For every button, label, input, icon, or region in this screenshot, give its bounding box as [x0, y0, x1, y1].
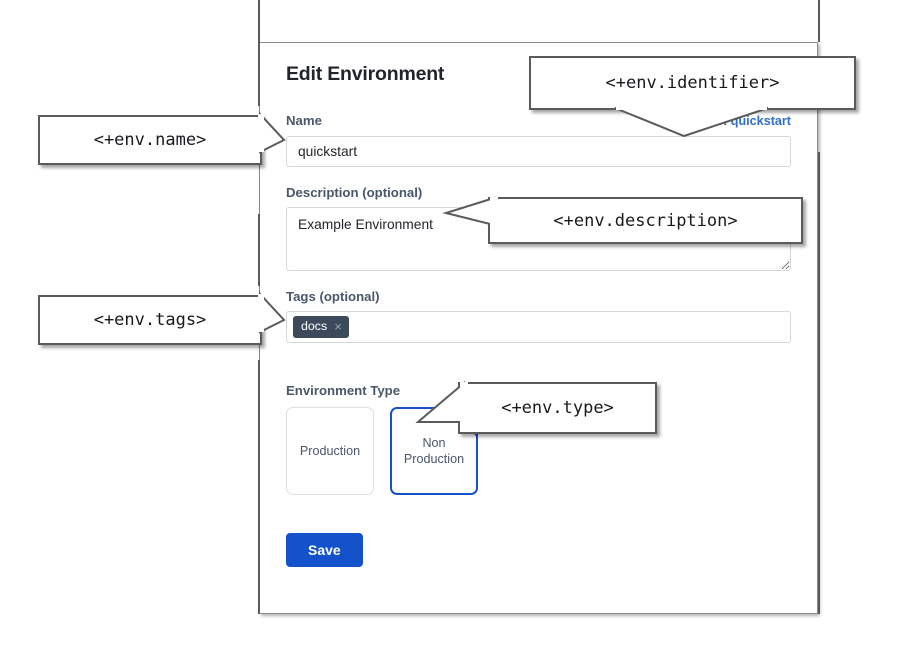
name-label-row: Name ID: quickstart — [286, 112, 791, 129]
tags-input[interactable]: docs × — [286, 310, 791, 343]
tags-field-group: Tags (optional) docs × — [286, 288, 791, 343]
description-label: Description (optional) — [286, 184, 423, 200]
name-field-group: Name ID: quickstart — [286, 112, 791, 167]
annotation-env-description: <+env.description> — [488, 197, 803, 244]
dialog-actions: Save — [286, 532, 791, 567]
guide-line-tags — [258, 214, 260, 286]
type-card-production[interactable]: Production — [286, 406, 374, 495]
tags-label-row: Tags (optional) — [286, 288, 791, 305]
environment-type-label: Environment Type — [286, 382, 401, 398]
guide-line-name — [258, 0, 260, 106]
type-card-production-label: Production — [299, 443, 361, 458]
page-title: Edit Environment — [286, 63, 445, 85]
annotation-env-type: <+env.type> — [458, 382, 657, 434]
edit-environment-dialog: Edit Environment Name ID: quickstart Des… — [259, 42, 818, 614]
environment-id: ID: quickstart — [711, 114, 792, 128]
name-label: Name — [286, 113, 322, 129]
guide-line-identifier-lower — [818, 152, 820, 614]
annotation-env-identifier: <+env.identifier> — [529, 56, 856, 110]
id-value-link[interactable]: quickstart — [730, 114, 791, 129]
annotation-env-tags: <+env.tags> — [38, 295, 262, 345]
tag-chip[interactable]: docs × — [293, 315, 349, 338]
annotation-env-name: <+env.name> — [38, 115, 262, 165]
tags-label: Tags (optional) — [286, 288, 380, 304]
close-icon[interactable]: × — [334, 318, 342, 334]
tag-chip-label: docs — [301, 318, 328, 333]
save-button[interactable]: Save — [286, 532, 363, 567]
guide-line-identifier — [818, 0, 820, 42]
guide-line-tags-lower — [258, 360, 260, 614]
type-card-non-production-label: Non Production — [403, 435, 465, 466]
name-input[interactable] — [286, 135, 791, 167]
description-label-row: Description (optional) — [286, 184, 791, 201]
id-prefix-label: ID: — [710, 114, 728, 129]
